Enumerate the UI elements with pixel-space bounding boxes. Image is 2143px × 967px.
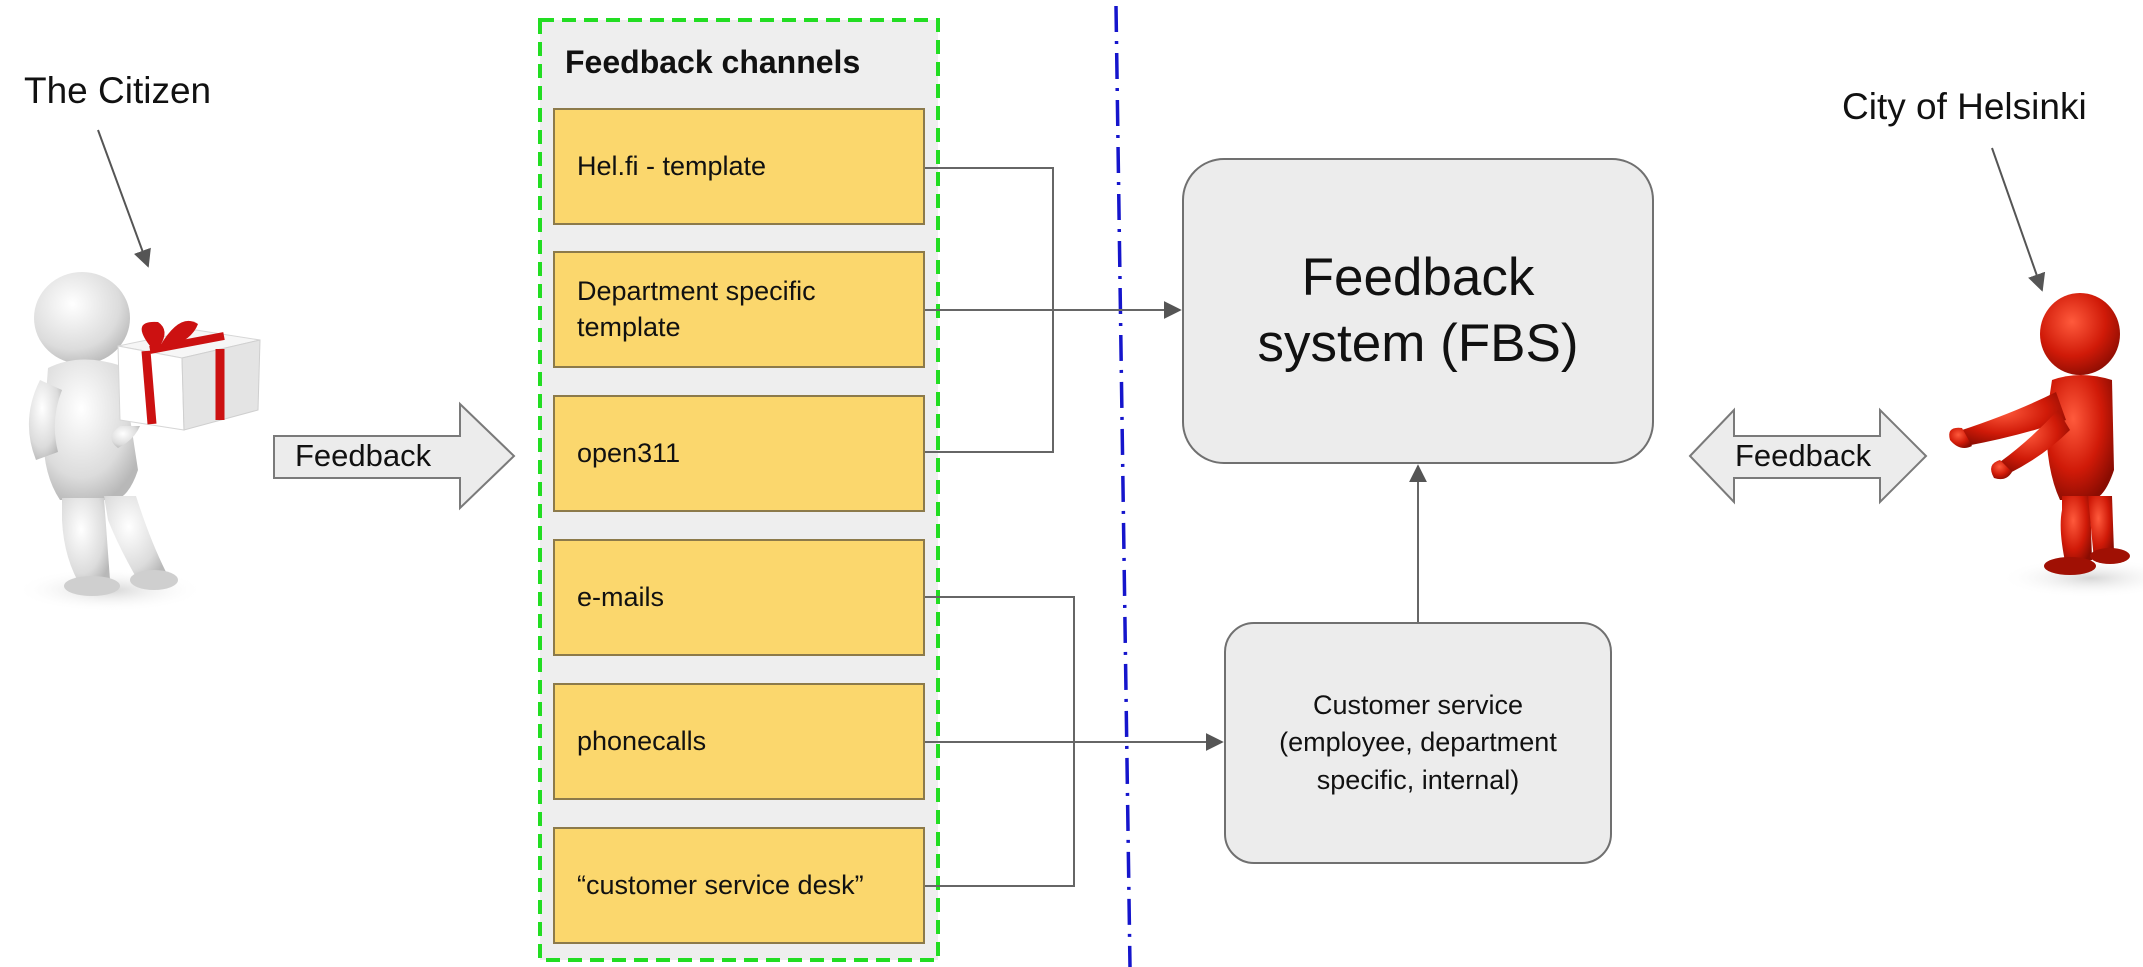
left-feedback-arrow — [273, 401, 516, 511]
channel-label: “customer service desk” — [577, 869, 864, 900]
lower-channel-connectors — [925, 596, 1224, 887]
cs-line-1: Customer service — [1312, 690, 1524, 721]
customer-service-box: Customer service (employee, department s… — [1224, 622, 1612, 864]
channel-department-template: Department specific template — [553, 251, 925, 368]
channel-helfi-template: Hel.fi - template — [553, 108, 925, 225]
channel-label: open311 — [577, 437, 681, 468]
channel-label: Department specific template — [577, 276, 816, 342]
channels-title: Feedback channels — [565, 44, 861, 80]
left-feedback-label: Feedback — [295, 438, 432, 473]
cs-line-3: specific, internal) — [1316, 764, 1520, 795]
fbs-line-2: system (FBS) — [1257, 314, 1579, 373]
channel-label: phonecalls — [577, 725, 707, 756]
fbs-line-1: Feedback — [1301, 247, 1535, 307]
city-pointer-line — [1991, 147, 2046, 292]
channel-emails: e-mails — [553, 539, 925, 656]
channel-open311: open311 — [553, 395, 925, 512]
city-label: City of Helsinki — [1842, 86, 2087, 127]
boundary-divider — [1114, 5, 1132, 967]
right-feedback-label: Feedback — [1735, 438, 1872, 473]
channel-phonecalls: phonecalls — [553, 683, 925, 800]
citizen-pointer-line — [97, 129, 151, 268]
channel-label: Hel.fi - template — [577, 150, 767, 181]
upper-channel-connectors — [925, 167, 1182, 453]
citizen-figure-icon — [15, 272, 261, 612]
city-figure-icon — [1949, 293, 2143, 598]
right-feedback-arrow — [1688, 407, 1928, 505]
feedback-system-box: Feedback system (FBS) — [1182, 158, 1654, 464]
cs-line-2: (employee, department — [1279, 727, 1557, 758]
citizen-label: The Citizen — [24, 70, 212, 111]
channel-label: e-mails — [577, 581, 665, 612]
channel-customer-service-desk: “customer service desk” — [553, 827, 925, 944]
